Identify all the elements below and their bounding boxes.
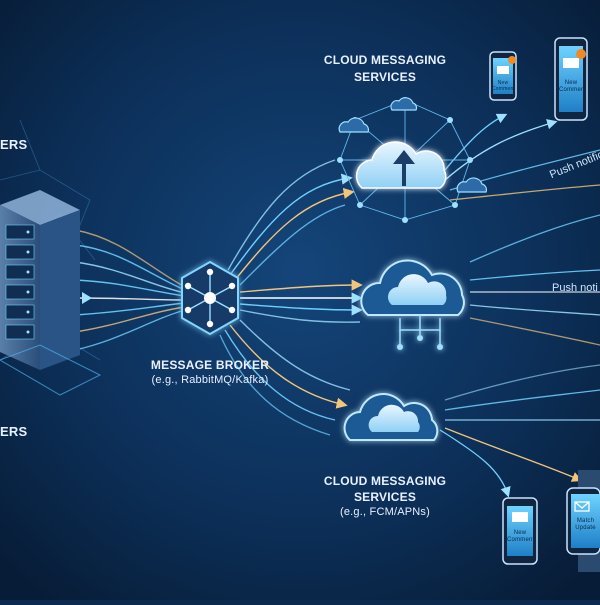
cloud-distribution-icon bbox=[360, 259, 465, 350]
phone-device-bottom-left bbox=[502, 497, 538, 565]
broker-title: MESSAGE BROKER bbox=[150, 358, 270, 372]
small-cloud-icon bbox=[456, 177, 488, 193]
stream-lines-to-bottom-cloud bbox=[219, 319, 351, 436]
server-rack bbox=[0, 190, 102, 396]
cloud-bottom-subtitle: (e.g., FCM/APNs) bbox=[340, 506, 430, 518]
cloud-upload-icon bbox=[355, 141, 447, 189]
left-bottom-label: ERS bbox=[0, 424, 28, 439]
phone-top-left-text: New Comment bbox=[492, 80, 516, 92]
broker-subtitle: (e.g., RabbitMQ/Kafka) bbox=[151, 374, 269, 386]
stream-lines-to-top-cloud bbox=[227, 159, 355, 286]
top-cloud-network-nodes bbox=[337, 97, 473, 223]
cloud-bottom-title-line2: SERVICES bbox=[353, 490, 417, 504]
phone-device-top-right bbox=[554, 37, 588, 121]
stream-lines-to-middle-cloud bbox=[239, 279, 363, 323]
smartwatch-device bbox=[566, 470, 600, 572]
message-broker-node bbox=[181, 260, 239, 336]
cloud-bottom-title-line1: CLOUD MESSAGING bbox=[323, 474, 447, 488]
left-top-label: ERS bbox=[0, 137, 28, 152]
push-notification-label-2: Push noti bbox=[552, 282, 598, 294]
phone-device-top-left bbox=[489, 51, 517, 101]
stream-lines-to-devices bbox=[439, 113, 600, 498]
cloud-top-title-line2: SERVICES bbox=[353, 70, 417, 84]
watch-text: Match Update bbox=[575, 518, 596, 531]
small-cloud-icon bbox=[390, 97, 418, 111]
phone-bottom-left-text: New Comment bbox=[507, 530, 535, 543]
cloud-top-title-line1: CLOUD MESSAGING bbox=[323, 53, 447, 67]
envelope-icon bbox=[574, 501, 590, 512]
cloud-icon bbox=[343, 393, 439, 441]
notification-badge-icon bbox=[576, 49, 586, 59]
notification-badge-icon bbox=[508, 56, 516, 64]
small-cloud-icon bbox=[338, 117, 370, 133]
phone-top-right-text: New Comment bbox=[559, 80, 587, 93]
